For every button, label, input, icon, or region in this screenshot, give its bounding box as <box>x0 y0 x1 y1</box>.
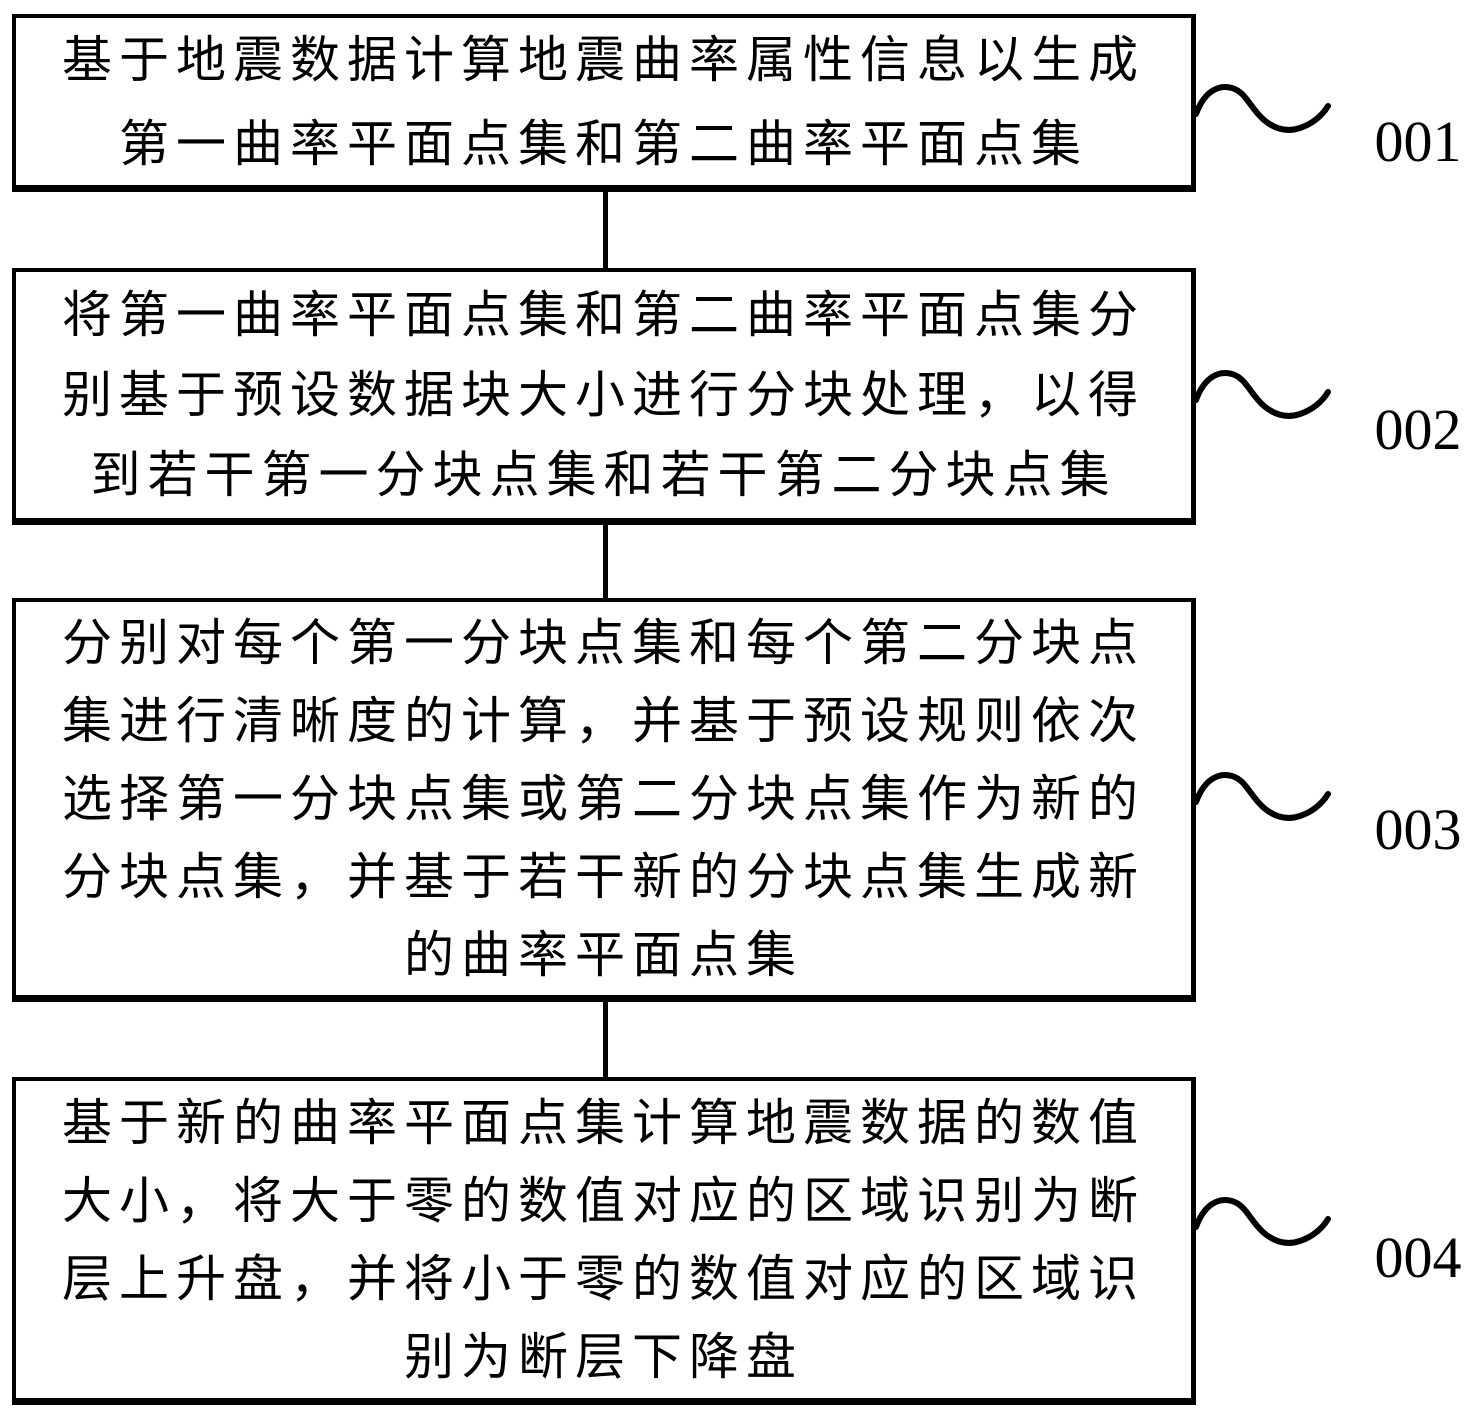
step-box-001: 基于地震数据计算地震曲率属性信息以生成 第一曲率平面点集和第二曲率平面点集 <box>12 14 1196 192</box>
step-box-004: 基于新的曲率平面点集计算地震数据的数值 大小，将大于零的数值对应的区域识别为断 … <box>12 1077 1196 1405</box>
connector-line <box>603 522 608 600</box>
step-text-line: 大小，将大于零的数值对应的区域识别为断 <box>62 1172 1145 1229</box>
step-text-line: 别为断层下降盘 <box>404 1328 803 1385</box>
reference-label-003: 003 <box>1374 797 1462 862</box>
step-text-line: 基于新的曲率平面点集计算地震数据的数值 <box>62 1094 1145 1151</box>
connector-line <box>603 190 608 270</box>
reference-label-004: 004 <box>1374 1225 1462 1290</box>
step-text-line: 将第一曲率平面点集和第二曲率平面点集分 <box>62 287 1145 343</box>
step-text-line: 集进行清晰度的计算，并基于预设规则依次 <box>62 692 1145 749</box>
leader-curve-icon <box>1194 768 1334 832</box>
leader-curve-icon <box>1194 80 1334 144</box>
reference-label-001: 001 <box>1374 109 1462 174</box>
connector-line <box>603 999 608 1077</box>
step-text-line: 第一曲率平面点集和第二曲率平面点集 <box>119 115 1088 172</box>
step-text-line: 选择第一分块点集或第二分块点集作为新的 <box>62 770 1145 827</box>
step-text-line: 分块点集，并基于若干新的分块点集生成新 <box>62 848 1145 905</box>
reference-label-002: 002 <box>1374 397 1462 462</box>
step-text-line: 层上升盘，并将小于零的数值对应的区域识 <box>62 1250 1145 1307</box>
leader-curve-icon <box>1194 366 1334 430</box>
step-text-line: 分别对每个第一分块点集和每个第二分块点 <box>62 614 1145 671</box>
step-text-line: 的曲率平面点集 <box>404 926 803 983</box>
step-text-line: 基于地震数据计算地震曲率属性信息以生成 <box>62 31 1145 88</box>
step-text-line: 别基于预设数据块大小进行分块处理，以得 <box>62 367 1145 423</box>
leader-curve-icon <box>1194 1193 1334 1257</box>
step-text-line: 到若干第一分块点集和若干第二分块点集 <box>90 447 1117 503</box>
step-box-002: 将第一曲率平面点集和第二曲率平面点集分 别基于预设数据块大小进行分块处理，以得 … <box>12 268 1196 525</box>
step-box-003: 分别对每个第一分块点集和每个第二分块点 集进行清晰度的计算，并基于预设规则依次 … <box>12 598 1196 1002</box>
